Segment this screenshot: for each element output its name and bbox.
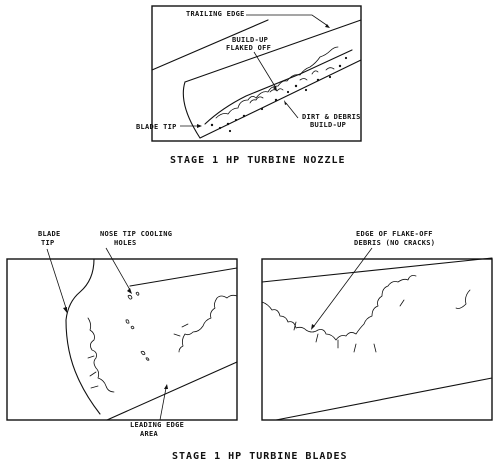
blade-left-frame [6, 258, 238, 421]
nozzle-debris-edge-2 [249, 67, 335, 104]
label-blade-tip-line2: TIP [41, 239, 55, 247]
arrow-trailing-edge [325, 24, 330, 28]
arrow-blade-tip [63, 307, 67, 313]
label-leading-edge-line2: AREA [140, 430, 159, 438]
label-buildup-flaked-line2: FLAKED OFF [226, 44, 271, 52]
leader-blade-tip [46, 248, 67, 309]
nose-tip-cooling-holes [125, 291, 150, 361]
arrow-nose-tip [127, 288, 132, 294]
label-leading-edge-line1: LEADING EDGE [130, 421, 184, 429]
nozzle-panel: TRAILING EDGE BUILD-UP FLAKED OFF DIRT &… [136, 5, 362, 166]
leader-edge-flake [313, 247, 373, 327]
blade-left-debris-edge-nose [87, 317, 115, 393]
arrow-dirt-debris [284, 100, 287, 105]
blade-panel-right: EDGE OF FLAKE-OFF DEBRIS (NO CRACKS) [261, 230, 493, 421]
nozzle-debris-edge [215, 46, 339, 119]
leader-trailing-edge [246, 14, 329, 27]
nozzle-inner-edge [204, 49, 353, 125]
label-blade-tip-line1: BLADE [38, 230, 61, 238]
label-nose-tip-line2: HOLES [114, 239, 137, 247]
nozzle-airfoil-outline [151, 19, 362, 139]
label-blade-tip-nozzle: BLADE TIP [136, 123, 177, 131]
blade-right-frame [261, 258, 493, 421]
leader-buildup-flaked [253, 51, 277, 89]
blade-right-debris-edge [261, 275, 417, 341]
blade-left-debris-edge-right [178, 294, 238, 353]
caption-blades: STAGE 1 HP TURBINE BLADES [172, 451, 348, 462]
blade-left-debris-flakes [87, 323, 189, 389]
arrow-blade-tip-nozzle [197, 124, 202, 128]
nozzle-frame [151, 5, 362, 142]
blade-right-bottom-edge [275, 377, 493, 421]
arrow-edge-flake [311, 324, 315, 330]
leader-nose-tip [105, 247, 131, 291]
blade-left-bottom-edge [106, 361, 238, 421]
leader-dirt-debris [285, 102, 299, 119]
blade-left-top-edge [129, 267, 238, 287]
blade-panel-left: BLADE TIP NOSE TIP COOLING HOLES LEADING… [6, 230, 238, 438]
caption-nozzle: STAGE 1 HP TURBINE NOZZLE [170, 155, 346, 166]
blade-right-debris-flakes [293, 289, 471, 353]
blade-right-top-edge [261, 257, 493, 283]
leader-leading-edge [159, 387, 167, 421]
label-buildup-flaked-line1: BUILD-UP [232, 36, 268, 44]
label-edge-flake-line2: DEBRIS (NO CRACKS) [354, 239, 435, 247]
label-trailing-edge: TRAILING EDGE [186, 10, 245, 18]
label-edge-flake-line1: EDGE OF FLAKE-OFF [356, 230, 433, 238]
blade-left-nose-contour [65, 258, 101, 415]
arrow-leading-edge [164, 384, 168, 389]
label-nose-tip-line1: NOSE TIP COOLING [100, 230, 172, 238]
nozzle-debris-dots [210, 56, 348, 133]
label-dirt-debris-line1: DIRT & DEBRIS [302, 113, 361, 121]
arrow-buildup-flaked [273, 86, 277, 91]
label-dirt-debris-line2: BUILD-UP [310, 121, 346, 129]
